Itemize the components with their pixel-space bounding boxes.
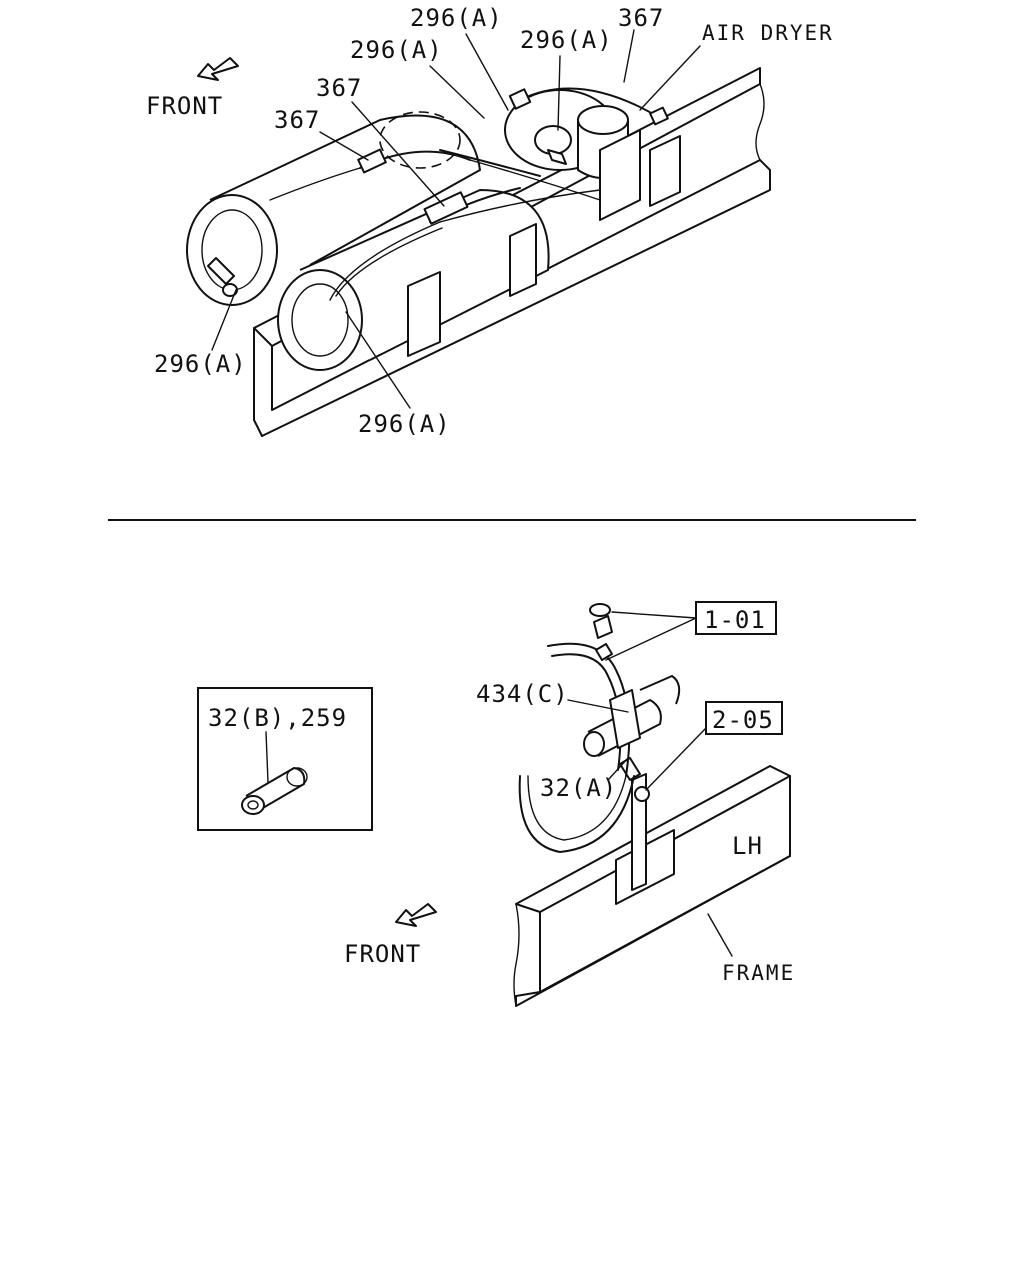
- bracket-assembly: [518, 603, 681, 891]
- callout-367-top-3: 367: [274, 106, 320, 134]
- bottom-detail-view: 32(B),259 LH: [197, 601, 795, 1007]
- front-arrow-icon-bottom: [395, 903, 437, 927]
- top-assembly-view: FRONT: [146, 4, 834, 438]
- callout-367-top-2: 367: [316, 74, 362, 102]
- callout-296a-bottom-left: 296(A): [154, 350, 247, 378]
- air-dryer-label: AIR DRYER: [702, 21, 834, 45]
- bottom-leader-lines: [567, 611, 733, 957]
- front-arrow-icon: [197, 57, 239, 81]
- ref-box-2-05-label: 2-05: [712, 706, 774, 734]
- air-tank-front: [277, 189, 550, 371]
- frame-label: FRAME: [722, 961, 795, 985]
- front-label-bottom: FRONT: [344, 940, 421, 968]
- air-dryer: [504, 89, 681, 221]
- lh-label: LH: [732, 832, 763, 860]
- ref-box-1-01-label: 1-01: [704, 606, 766, 634]
- inset-box: [197, 687, 373, 831]
- callout-32a: 32(A): [540, 774, 617, 802]
- callout-296a-bottom: 296(A): [358, 410, 451, 438]
- callout-296a-top-2: 296(A): [350, 36, 443, 64]
- inset-label: 32(B),259: [208, 704, 347, 732]
- callout-296a-top-1: 296(A): [410, 4, 503, 32]
- front-label: FRONT: [146, 92, 223, 120]
- callout-296a-top-3: 296(A): [520, 26, 613, 54]
- callout-367-top-1: 367: [618, 4, 664, 32]
- ref-box-2-05: [705, 701, 783, 735]
- callout-434c: 434(C): [476, 680, 569, 708]
- top-leader-lines: [211, 29, 701, 409]
- air-pipes: [269, 87, 669, 301]
